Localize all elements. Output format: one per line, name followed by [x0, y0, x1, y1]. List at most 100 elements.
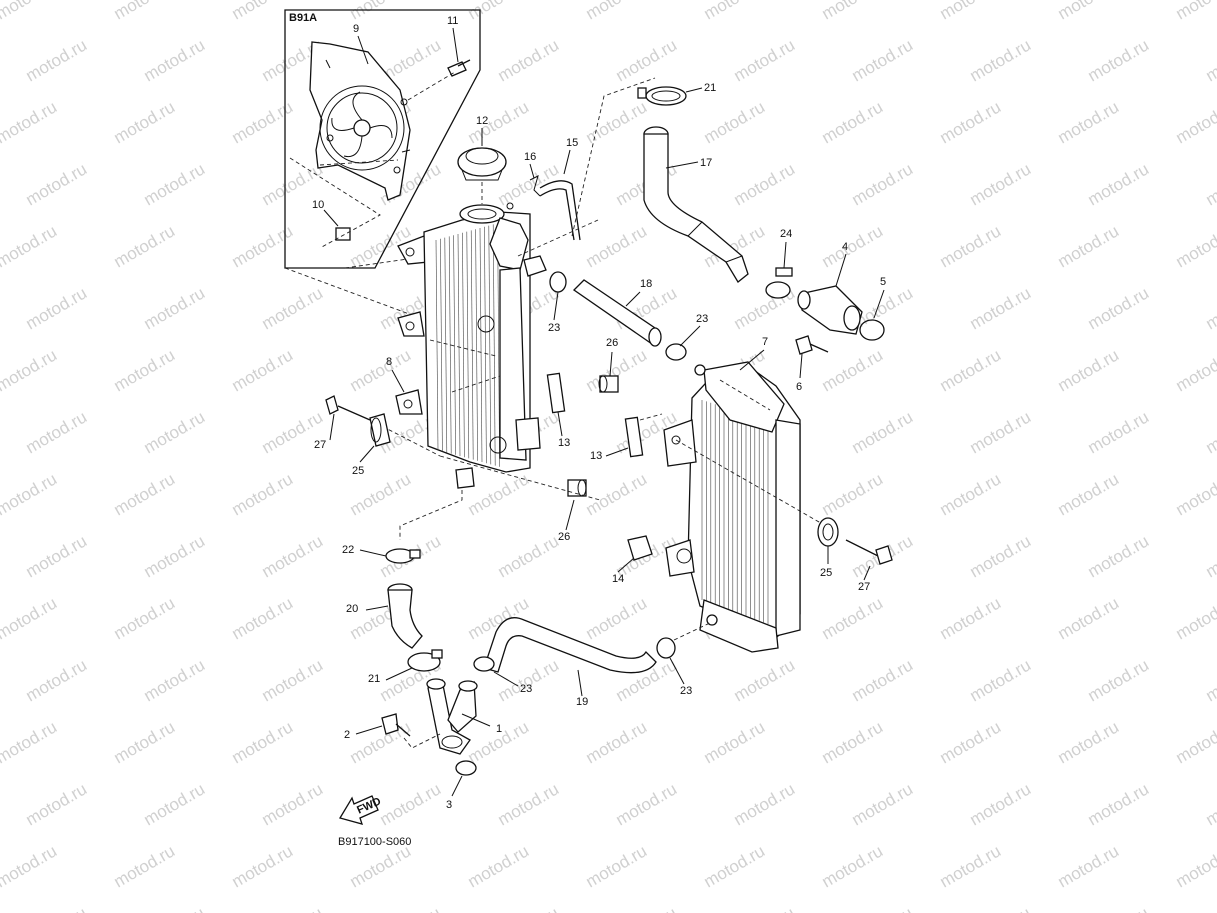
leader-line-14 — [617, 557, 635, 573]
watermark-text: motod.ru — [495, 779, 563, 829]
o-ring-5 — [859, 319, 885, 341]
part-callout-13: 13 — [558, 437, 570, 449]
watermark-text: motod.ru — [23, 283, 91, 333]
watermark-text: motod.ru — [141, 655, 209, 705]
watermark-text: motod.ru — [111, 469, 179, 519]
right-bottom-tank — [699, 599, 779, 653]
watermark-text: motod.ru — [1085, 903, 1153, 913]
grommet-hole-lower — [489, 436, 507, 454]
watermark-text: motod.ru — [347, 717, 415, 767]
watermark-text: motod.ru — [1173, 593, 1217, 643]
watermark-text: motod.ru — [849, 903, 917, 913]
watermark-text: motod.ru — [0, 345, 60, 395]
watermark-text: motod.ru — [377, 903, 445, 913]
leader-line-18 — [625, 291, 641, 307]
part-callout-11: 11 — [447, 15, 458, 27]
part-callout-7: 7 — [762, 336, 768, 348]
watermark-text: motod.ru — [141, 407, 209, 457]
grommet-hole-upper — [477, 315, 495, 333]
watermark-text: motod.ru — [1055, 593, 1123, 643]
watermark-text: motod.ru — [1173, 97, 1217, 147]
watermark-text: motod.ru — [229, 717, 297, 767]
leader-line-21 — [685, 87, 703, 93]
hose-20 — [387, 583, 423, 649]
watermark-text: motod.ru — [229, 593, 297, 643]
watermark-text: motod.ru — [937, 221, 1005, 271]
watermark-text: motod.ru — [23, 655, 91, 705]
watermark-text: motod.ru — [1055, 717, 1123, 767]
watermark-text: motod.ru — [1173, 345, 1217, 395]
part-callout-2: 2 — [344, 729, 350, 741]
watermark-text: motod.ru — [23, 903, 91, 913]
watermark-text: motod.ru — [701, 841, 769, 891]
rubber-strip-13-left — [546, 372, 566, 414]
leader-line-20 — [365, 605, 389, 611]
watermark-text: motod.ru — [819, 717, 887, 767]
hose-17 — [643, 126, 749, 283]
watermark-text: motod.ru — [1203, 35, 1217, 85]
leader-line-13 — [605, 447, 629, 457]
watermark-text: motod.ru — [259, 655, 327, 705]
watermark-text: motod.ru — [731, 35, 799, 85]
part-callout-20: 20 — [346, 603, 358, 615]
watermark-text: motod.ru — [1085, 531, 1153, 581]
bolt-27-right — [845, 539, 893, 565]
watermark-text: motod.ru — [937, 593, 1005, 643]
watermark-text: motod.ru — [583, 97, 651, 147]
watermark-text: motod.ru — [141, 531, 209, 581]
watermark-text: motod.ru — [111, 221, 179, 271]
clamp-23-c — [473, 656, 495, 672]
leader-line-4 — [835, 253, 847, 287]
diagram-code: B917100-S060 — [338, 836, 411, 848]
watermark-text: motod.ru — [259, 903, 327, 913]
watermark-text: motod.ru — [141, 35, 209, 85]
hose-18 — [572, 279, 662, 347]
part-callout-22: 22 — [342, 544, 354, 556]
inset-frame — [284, 9, 481, 269]
part-callout-27: 27 — [858, 581, 870, 593]
bolt-11 — [447, 59, 471, 77]
watermark-text: motod.ru — [731, 159, 799, 209]
upper-outlet — [523, 255, 547, 277]
watermark-text: motod.ru — [1085, 655, 1153, 705]
watermark-text: motod.ru — [849, 159, 917, 209]
leader-line-15 — [563, 149, 571, 175]
watermark-text: motod.ru — [1173, 469, 1217, 519]
watermark-text: motod.ru — [583, 841, 651, 891]
watermark-text: motod.ru — [111, 97, 179, 147]
watermark-text: motod.ru — [23, 35, 91, 85]
watermark-text: motod.ru — [731, 903, 799, 913]
watermark-text: motod.ru — [465, 0, 533, 23]
watermark-text: motod.ru — [347, 0, 415, 23]
part-callout-4: 4 — [842, 241, 848, 253]
watermark-text: motod.ru — [229, 0, 297, 23]
watermark-text: motod.ru — [0, 841, 60, 891]
watermark-text: motod.ru — [347, 841, 415, 891]
watermark-text: motod.ru — [229, 345, 297, 395]
watermark-text: motod.ru — [1055, 221, 1123, 271]
watermark-text: motod.ru — [0, 469, 60, 519]
watermark-text: motod.ru — [0, 717, 60, 767]
watermark-text: motod.ru — [819, 97, 887, 147]
leader-line-24 — [783, 241, 787, 269]
watermark-text: motod.ru — [111, 593, 179, 643]
inset-label: B91A — [289, 12, 317, 24]
watermark-text: motod.ru — [1055, 0, 1123, 23]
watermark-text: motod.ru — [259, 779, 327, 829]
part-callout-23: 23 — [696, 313, 708, 325]
watermark-text: motod.ru — [495, 531, 563, 581]
watermark-text: motod.ru — [731, 779, 799, 829]
watermark-text: motod.ru — [613, 35, 681, 85]
watermark-text: motod.ru — [1203, 531, 1217, 581]
watermark-text: motod.ru — [141, 903, 209, 913]
watermark-text: motod.ru — [583, 469, 651, 519]
watermark-text: motod.ru — [1085, 283, 1153, 333]
watermark-text: motod.ru — [1203, 903, 1217, 913]
part-callout-12: 12 — [476, 115, 488, 127]
part-callout-3: 3 — [446, 799, 452, 811]
grommet-26-bottom — [567, 479, 587, 497]
watermark-text: motod.ru — [819, 345, 887, 395]
watermark-text: motod.ru — [495, 903, 563, 913]
